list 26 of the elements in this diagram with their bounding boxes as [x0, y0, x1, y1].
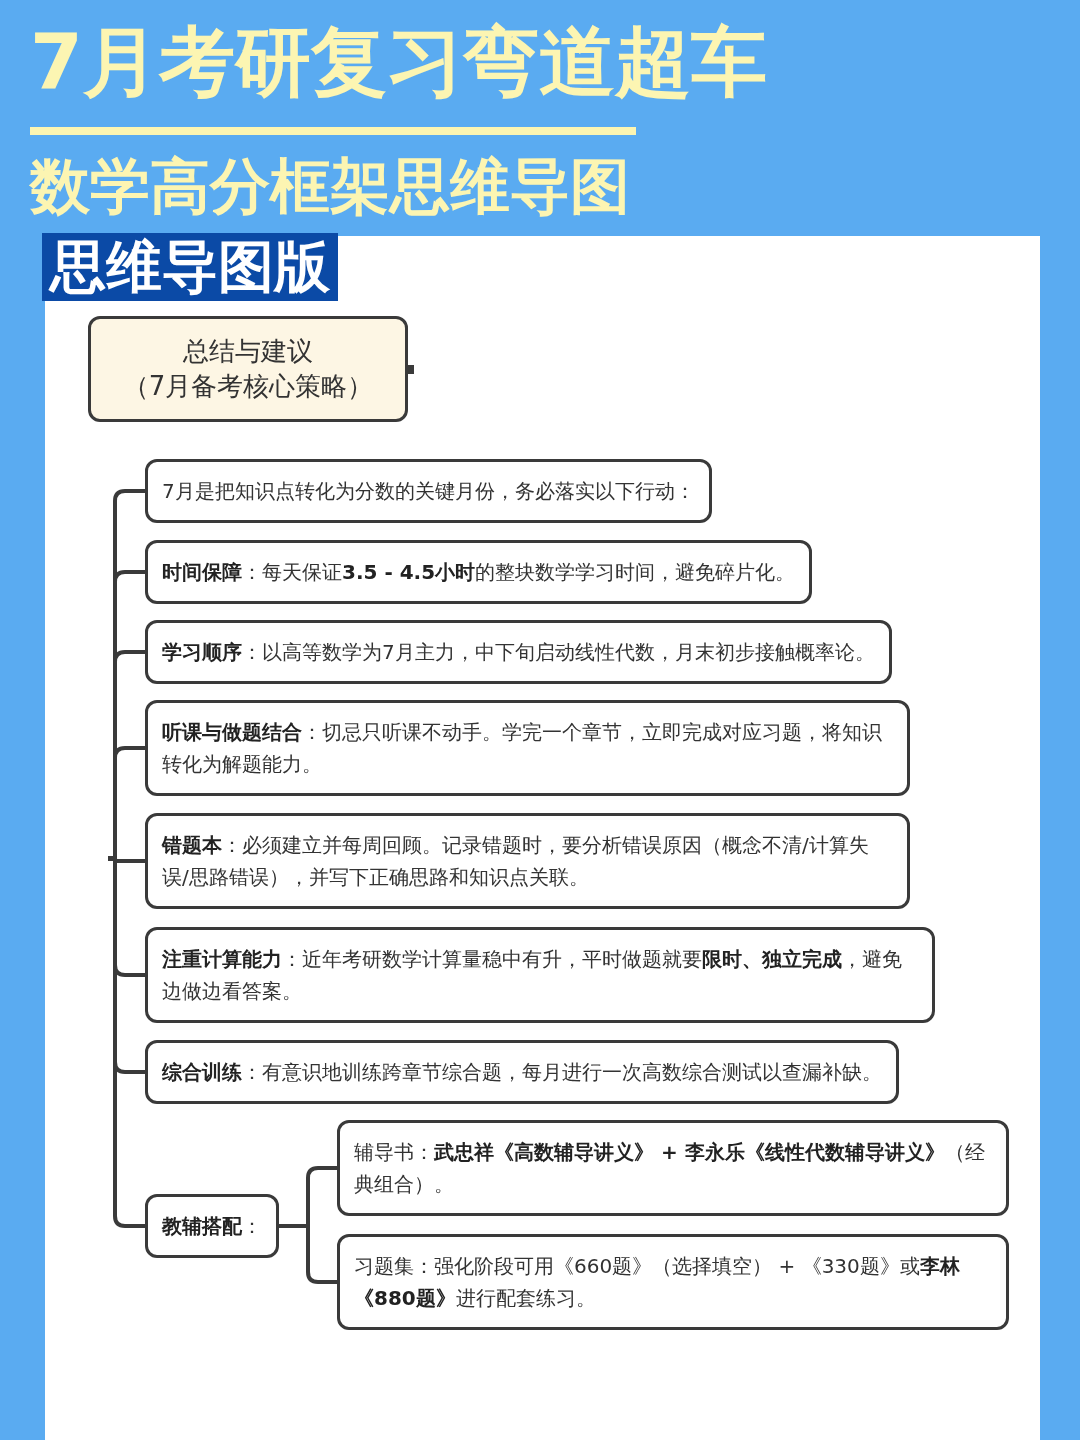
version-label: 思维导图版 [42, 233, 338, 301]
topic-box [337, 1234, 1009, 1330]
topic-box [145, 700, 910, 796]
topic-box [145, 1040, 899, 1104]
topic-text: 听课与做题结合：切忌只听课不动手。学完一个章节，立即完成对应习题，将知识转化为解题能力。 [162, 719, 883, 778]
topic-box [145, 1194, 279, 1258]
topic-text: 时间保障：每天保证3.5 - 4.5小时的整块数学学习时间，避免碎片化。 [162, 559, 796, 586]
topic-box [145, 620, 892, 684]
topic-text: 注重计算能力：近年考研数学计算量稳中有升，平时做题就要限时、独立完成，避免边做边看答案。 [162, 946, 903, 1005]
root-subtitle: （7月备考核心策略） [122, 370, 374, 403]
root-topic-box [88, 316, 408, 422]
topic-text: 辅导书：武忠祥《高数辅导讲义》 + 李永乐《线性代数辅导讲义》（经典组合）。 [354, 1139, 986, 1198]
topic-box [145, 927, 935, 1023]
topic-text: 7月是把知识点转化为分数的关键月份，务必落实以下行动： [162, 478, 695, 505]
topic-text: 错题本：必须建立并每周回顾。记录错题时，要分析错误原因（概念不清/计算失误/思路错误），并写下正确思路和知识点关联。 [162, 832, 870, 891]
topic-box [145, 459, 712, 523]
topic-box [145, 813, 910, 909]
root-title: 总结与建议 [183, 334, 313, 368]
subtitle: 数学高分框架思维导图 [30, 152, 630, 221]
topic-box [337, 1120, 1009, 1216]
topic-text: 综合训练：有意识地训练跨章节综合题，每月进行一次高数综合测试以查漏补缺。 [162, 1059, 882, 1086]
topic-box [145, 540, 813, 604]
topic-text: 学习顺序：以高等数学为7月主力，中下旬启动线性代数，月末初步接触概率论。 [162, 639, 875, 666]
title: 7月考研复习弯道超车 [30, 18, 767, 106]
topic-text: 教辅搭配： [162, 1213, 262, 1240]
topic-text: 习题集：强化阶段可用《660题》（选择填空） + 《330题》或李林《880题》进行配套练习。 [354, 1253, 961, 1312]
